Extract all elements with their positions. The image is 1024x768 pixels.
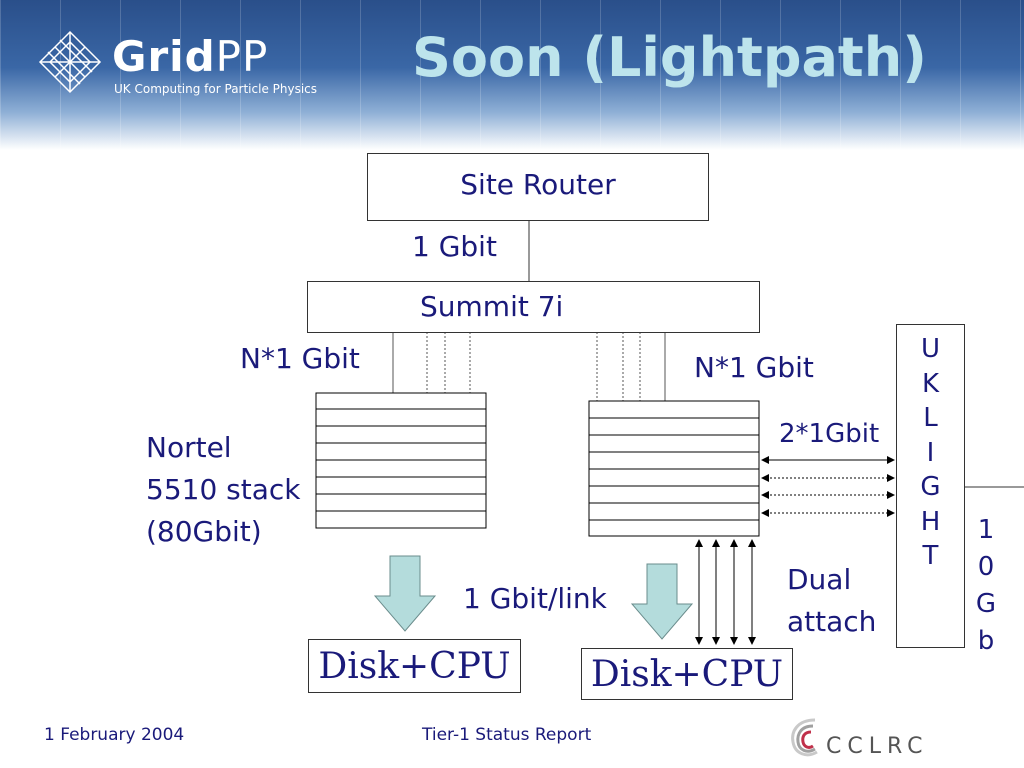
ten-gb-letter: b [977, 626, 995, 656]
footer-report: Tier-1 Status Report [422, 725, 592, 745]
ten-gb-letter: 1 [977, 515, 995, 545]
summit-box [307, 281, 760, 333]
two-gbit-label: 2*1Gbit [779, 419, 880, 449]
nortel-stack-left [315, 392, 487, 529]
gridpp-logo-icon [38, 30, 102, 94]
gridpp-logo-text: GridPP [112, 36, 268, 78]
site-router-label: Site Router [460, 168, 616, 201]
dual-line2: attach [787, 605, 877, 638]
logo-pp: PP [215, 32, 269, 81]
uklight-links [761, 456, 895, 517]
dual-attach-links [695, 539, 756, 645]
uklight-letter: T [922, 541, 939, 571]
disk-cpu-right-label: Disk+CPU [590, 654, 784, 695]
uklight-letter: K [921, 368, 940, 399]
header-banner [0, 0, 1024, 150]
disk-cpu-left-box [308, 639, 521, 693]
logo-grid: Grid [112, 32, 216, 81]
left-uplink-label: N*1 Gbit [240, 342, 360, 375]
disk-cpu-left-label: Disk+CPU [318, 646, 511, 687]
banner-pattern [0, 0, 1024, 150]
uklight-letters: U K L I G H T [896, 332, 965, 574]
ten-gb-letter: 0 [977, 552, 995, 582]
uklight-letter: U [920, 334, 941, 364]
cclrc-logo-text: CCLRC [826, 734, 929, 759]
down-arrow-left [373, 555, 437, 632]
per-link-label: 1 Gbit/link [463, 582, 607, 615]
down-arrow-right [630, 563, 694, 640]
nortel-line2: 5510 stack [146, 473, 301, 506]
nortel-line1: Nortel [146, 431, 232, 464]
logo-subtitle: UK Computing for Particle Physics [114, 82, 318, 96]
uklight-letter: H [920, 506, 941, 537]
dual-line1: Dual [787, 563, 852, 596]
uklight-box [896, 324, 965, 648]
cclrc-logo-icon [791, 718, 818, 757]
ten-gb-letters: 1 0 G b [968, 512, 1004, 660]
left-uplinks [392, 332, 471, 393]
footer-date: 1 February 2004 [44, 725, 185, 745]
uklight-letter: I [926, 437, 935, 468]
site-router-box [367, 153, 709, 221]
slide-title: Soon (Lightpath) [412, 26, 927, 89]
nortel-stack-right [588, 400, 760, 537]
right-uplink-label: N*1 Gbit [694, 351, 814, 384]
router-link-label: 1 Gbit [412, 230, 497, 263]
right-uplinks [596, 332, 666, 401]
disk-cpu-right-box [581, 648, 793, 700]
nortel-line3: (80Gbit) [146, 515, 262, 548]
uklight-letter: L [923, 403, 938, 433]
ten-gb-letter: G [975, 589, 997, 619]
summit-label: Summit 7i [420, 290, 564, 323]
uklight-letter: G [920, 472, 941, 502]
